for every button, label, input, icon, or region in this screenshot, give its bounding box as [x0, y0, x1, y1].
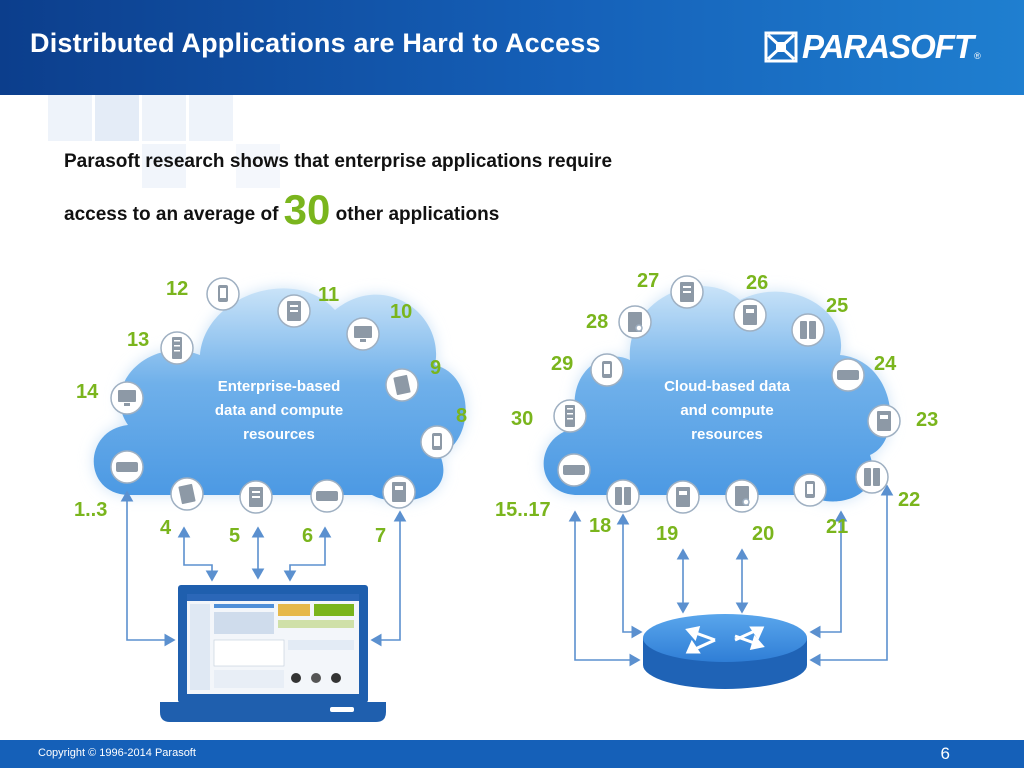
label-4: 4: [160, 517, 172, 539]
research-line-2-pre: access to an average of: [64, 204, 284, 225]
slide-title: Distributed Applications are Hard to Acc…: [30, 28, 601, 58]
connector-7: [370, 510, 407, 647]
node-30: [553, 399, 587, 433]
label-12: 12: [166, 278, 188, 300]
highlight-number: 30: [283, 186, 331, 233]
label-13: 13: [127, 329, 149, 351]
logo-registered-mark: ®: [974, 51, 981, 61]
label-23: 23: [916, 409, 938, 431]
label-11: 11: [318, 284, 339, 306]
enterprise-cloud-label-line-1: Enterprise-based: [218, 378, 341, 395]
label-26: 26: [746, 272, 768, 294]
enterprise-nodes: [110, 277, 454, 514]
node-5: [239, 480, 273, 514]
node-6: [310, 479, 344, 513]
label-20: 20: [752, 523, 774, 545]
node-21: [793, 473, 827, 507]
label-29: 29: [551, 353, 573, 375]
research-line-1: Parasoft research shows that enterprise …: [64, 151, 613, 172]
decor-square: [142, 95, 186, 141]
node-8: [420, 425, 454, 459]
node-29: [590, 353, 624, 387]
connector-22: [809, 484, 894, 667]
node-13: [160, 331, 194, 365]
label-24: 24: [874, 353, 897, 375]
label-19: 19: [656, 523, 678, 545]
cloud-number-labels: 27 26 25 28 29 24 30 23 15..17 18 19 20 …: [495, 270, 938, 545]
node-22: [855, 460, 889, 494]
label-10: 10: [390, 301, 412, 323]
connector-15-17: [568, 510, 641, 667]
cloud-based-label-line-1: Cloud-based data: [664, 378, 791, 395]
node-27: [670, 275, 704, 309]
laptop-icon: [160, 585, 386, 722]
label-15-17: 15..17: [495, 499, 551, 521]
label-1-3: 1..3: [74, 499, 107, 521]
node-11: [277, 294, 311, 328]
decor-square: [236, 144, 280, 188]
label-14: 14: [76, 381, 99, 403]
node-10: [346, 317, 380, 351]
label-28: 28: [586, 311, 608, 333]
cloud-based-label-line-2: and compute: [680, 402, 773, 419]
logo-text: PARASOFT: [802, 28, 974, 65]
decor-square: [48, 95, 92, 141]
page-number: 6: [940, 744, 950, 763]
label-18: 18: [589, 515, 611, 537]
label-22: 22: [898, 489, 920, 511]
node-24: [831, 358, 865, 392]
decor-square: [189, 95, 233, 141]
enterprise-connectors: [120, 490, 407, 647]
decor-square: [95, 95, 139, 141]
label-25: 25: [826, 295, 848, 317]
node-9: [385, 368, 419, 402]
node-4: [170, 477, 204, 511]
node-26: [733, 298, 767, 332]
connector-6: [283, 526, 332, 582]
router-icon: [643, 614, 807, 689]
label-9: 9: [430, 357, 441, 379]
cloud-connectors: [568, 484, 894, 667]
label-5: 5: [229, 525, 240, 547]
label-30: 30: [511, 408, 533, 430]
footer-bar: Copyright © 1996-2014 Parasoft 6: [0, 740, 1024, 768]
node-15-17: [557, 453, 591, 487]
node-25: [791, 313, 825, 347]
label-6: 6: [302, 525, 313, 547]
label-7: 7: [375, 525, 386, 547]
node-12: [206, 277, 240, 311]
label-21: 21: [826, 516, 848, 538]
enterprise-cloud-label-line-3: resources: [243, 426, 315, 443]
node-14: [110, 381, 144, 415]
copyright-text: Copyright © 1996-2014 Parasoft: [38, 747, 196, 759]
parasoft-logo-mark-icon: [764, 31, 798, 63]
enterprise-number-labels: 12 11 10 9 8 13 14 1..3 4 5 6 7: [74, 278, 467, 547]
parasoft-logo: PARASOFT ®: [764, 30, 981, 64]
label-8: 8: [456, 405, 467, 427]
connector-1-3: [120, 490, 176, 647]
header-bar: Distributed Applications are Hard to Acc…: [0, 0, 1024, 95]
research-statement: Parasoft research shows that enterprise …: [64, 138, 612, 239]
node-23: [867, 404, 901, 438]
connector-18: [616, 513, 643, 639]
connector-4: [177, 526, 219, 582]
research-line-2-post: other applications: [330, 204, 500, 225]
node-20: [725, 479, 759, 513]
decor-square: [142, 144, 186, 188]
node-19: [666, 480, 700, 514]
enterprise-cloud-label-line-2: data and compute: [215, 402, 343, 419]
node-18: [606, 479, 640, 513]
cloud-nodes: [553, 275, 901, 514]
research-line-2: access to an average of 30 other applica…: [64, 186, 612, 239]
node-7: [382, 475, 416, 509]
cloud-based-label-line-3: resources: [691, 426, 763, 443]
node-28: [618, 305, 652, 339]
node-1-3: [110, 450, 144, 484]
label-27: 27: [637, 270, 659, 292]
